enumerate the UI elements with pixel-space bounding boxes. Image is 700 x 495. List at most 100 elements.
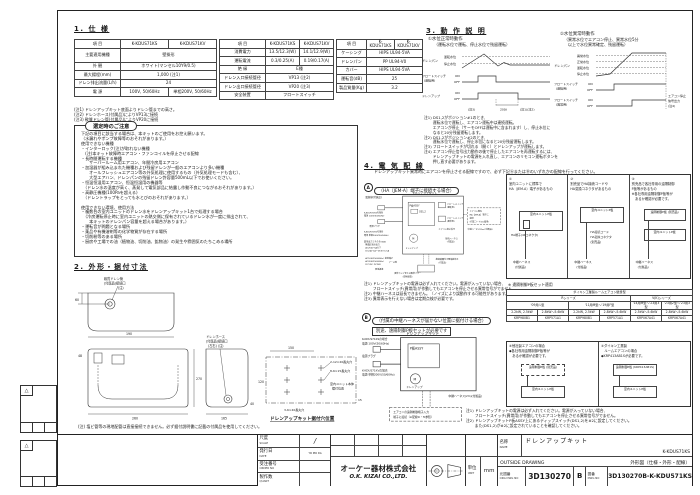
chart-label: ドレンパン (554, 63, 570, 68)
case-a-mark: A (364, 183, 373, 192)
wire-label: (付属コード2m使用) (470, 219, 490, 223)
chart2-subtitle1: （異常水位でエアコン停止、異常水位5分 (564, 37, 639, 42)
wire-label: 電源 単相200V(50/60Hz) (362, 373, 395, 377)
table-cell: KRP571A1 (600, 316, 631, 323)
text-line: フロートスイッチ(異常用)が作動してもエアコンを停止させる異常信号がでません。 (466, 412, 618, 418)
wire-label: 中継ハーネス(2m)(付属品) (468, 227, 493, 231)
company-name: オーケー器材株式会社 O.K. KIZAI CO.,LTD. (331, 457, 426, 486)
text-line: ドレンアップキットの電源を入れ直し、エアコンのリモコン運転ボタンを (424, 154, 559, 160)
model-number: K-KDUS71KS (662, 449, 690, 455)
table-cell: 14.1/12.9(W) (300, 48, 334, 58)
pcb-label: 室内ユニットP板 (530, 212, 552, 216)
soft-pipe-label: 軟質ドレン管 (104, 276, 123, 281)
text-line: ④他社製エアコンの場合 (509, 344, 545, 348)
text-line: (注1) ドレンアップキット底面よりドレン管までの高さ。 (74, 107, 177, 112)
timing-chart-abnormal: ドレンパン 異常水位 正常水位 運転水位 停止水位 フロートスイッチ (運転用)… (554, 52, 686, 109)
soft-pipe-note: (注) (118, 285, 124, 290)
wire-label: エアコン側の (470, 209, 482, 213)
chart-label: ドレンパン (422, 58, 438, 63)
chart-label: 停止水位 (444, 61, 456, 66)
table-cell: 絶 縁 (220, 65, 266, 75)
wire-label: アース線 (389, 260, 397, 264)
table-cell: 2.2kW, 2.5kW (507, 309, 538, 317)
wire-label: 異常ランプまたは異常ブザー (394, 271, 421, 275)
table-cell: 100V, 50/60Hz (121, 88, 169, 97)
table-row: 運転音(dB)25 (337, 75, 423, 84)
chart1-subtitle: （運転水位で運転、停止水位で残留運転） (434, 42, 510, 47)
table-cell: カバー (337, 66, 367, 76)
table-cell: 運転電流 (220, 57, 266, 66)
text-line: HA変換コネクタがあるもの (570, 186, 612, 191)
table-cell: フロートスイッチ (266, 91, 334, 101)
wire-label: (異常用) (447, 219, 455, 223)
text-line: ・加湿器が組み込まれた機種および残留ドレンが一般のエアコンより多い機種 (81, 165, 225, 171)
table-row: 安全装置フロートスイッチ (220, 91, 334, 101)
chart-annotation: (注4) (668, 103, 675, 108)
wire-label: 中継ハーネス(2m)(付属品) (448, 394, 481, 398)
table-row: 主要適用機種壁掛形 (75, 48, 217, 63)
quantity-value (300, 473, 330, 485)
dim-190: 190 (126, 332, 132, 336)
motor-symbol: M (414, 378, 417, 382)
wire-label: フロートスイッチ (447, 216, 464, 220)
table-cell: KRP980B1 (507, 316, 538, 323)
table-cell: ドレン入口接続管径 (220, 74, 266, 83)
table-cell: HIPS UL94-5VA (367, 49, 423, 59)
wire-label: ドレンアップ (405, 246, 418, 250)
chart-label: (運転用) (424, 78, 435, 83)
dwg-no-value: 3D130270B-K-KDU571KS (608, 472, 692, 480)
revision-block-2: △ (20, 440, 57, 487)
table-cell: 製品質量(Kg) (337, 83, 367, 93)
caution-title: 選定時のご注意 (85, 121, 138, 131)
table-row: ダイキン工業製ルームエアコン壁掛型 (507, 290, 693, 297)
ha-adapter-label: HA変換コネクタ (590, 235, 612, 239)
section-2-heading: 2. 外形・据付寸法 (74, 263, 148, 271)
no-scale-mark: / (313, 436, 317, 445)
table-cell: 外 観 (75, 62, 121, 72)
remote-pcb-label2: (KRP413AB1S) (633, 365, 655, 369)
company-name-en: O.K. KIZAI CO.,LTD. (349, 473, 408, 480)
indoor-unit-pcb-box: 室内ユニットP板 (643, 229, 686, 241)
remote-pcb-label: 遠隔制御P板 (650, 210, 667, 214)
chart-label: OFF (454, 80, 460, 84)
wire-label: フロートスイッチ (447, 202, 464, 206)
remote-pcb-label: 遠隔制御P板 (615, 365, 633, 369)
text-line: 注4) エアコン停止信号出力動作の後で停止したエアコンを再運転するには、 (424, 149, 555, 155)
option-part-label: (別売品) (590, 240, 602, 244)
text-line: 注3) 異常表示を行えない場合は定期点検が必要です。 (364, 295, 457, 301)
unit-position-label2: 据付位置 (332, 386, 344, 391)
wire-label: 電源 単相200V(50/60Hz) (364, 233, 389, 237)
dims-note: (注) 塩ビ管等の現地配管は直接接続できません。必ず据付説明書に記載の付属品を使… (78, 424, 263, 429)
text-line: 運転水位で運転し、停止水位になると20分残留運転します。 (424, 139, 536, 145)
wire-label: P板ASSY (410, 203, 421, 207)
text-line: ◆KRP413AB1Sが必要です。 (601, 353, 645, 358)
table-cell: 項 目 (337, 40, 367, 50)
chart-label: OFF (454, 97, 460, 101)
table-cell: 2.8kW〜5.6kW (600, 309, 631, 317)
section-4-heading: 4. 電 気 配 線 (364, 162, 425, 170)
pcb-label: 室内ユニットP板 (624, 387, 646, 391)
wire-label: AC250V 5A以下 (365, 247, 381, 250)
table-cell: ドレン排出流量(L/h) (75, 79, 121, 89)
dim-40: 40 (250, 402, 254, 406)
table-row: 最大揚程(mm)1,000 (注1) (75, 71, 217, 80)
indoor-unit-pcb-box: 室内ユニットP板 (613, 386, 657, 398)
remote-pcb-box: 遠隔制御P板 (別売品) (521, 364, 565, 376)
chart-label: ON (455, 91, 460, 95)
relay-harness-label2: (付属品) (637, 265, 649, 269)
table-cell: 2.2kW, 2.5kW (569, 309, 600, 317)
